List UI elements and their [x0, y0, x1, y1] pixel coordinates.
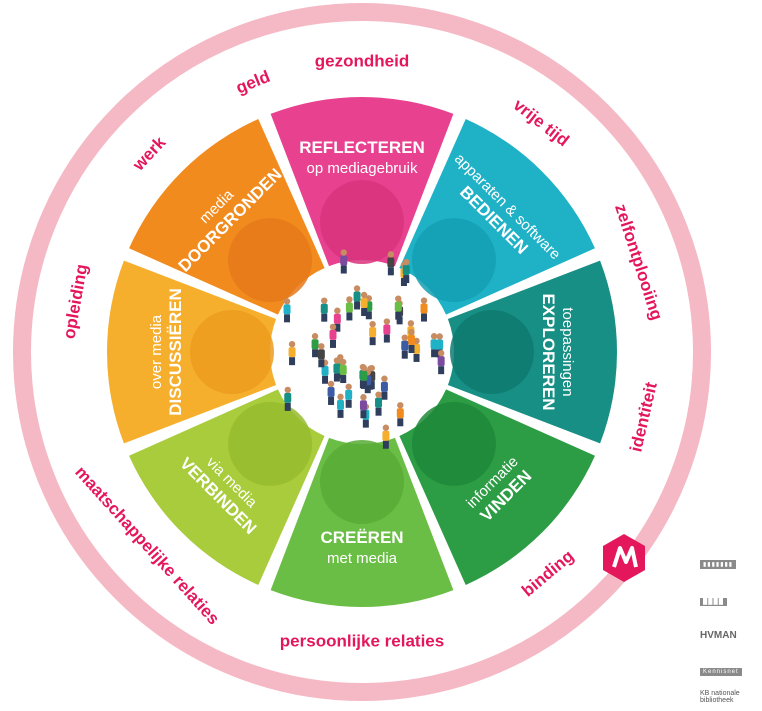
person-figure [333, 357, 341, 382]
partner-logo-1: ▮▮▮▮▮▮▮ [700, 560, 737, 569]
person-figure [345, 296, 353, 321]
context-label-gezondheid: gezondheid [315, 51, 409, 70]
person-figure [382, 424, 390, 449]
person-figure [340, 249, 348, 274]
segment-inner-exploreren [450, 310, 534, 394]
segment-inner-bedienen [411, 218, 496, 303]
segment-inner-vinden [411, 401, 496, 486]
segment-inner-discussieren [190, 310, 274, 394]
person-figure [430, 333, 438, 358]
segments: REFLECTEREN op mediagebruikBEDIENENappara… [107, 96, 618, 607]
segment-creeren: CREËREN met media [270, 437, 454, 607]
person-figure [339, 358, 347, 384]
context-label-persoonlijke-relaties: persoonlijke relaties [280, 631, 444, 650]
person-figure [329, 323, 337, 348]
person-figure [375, 391, 383, 416]
segment-sub-reflecteren: op mediagebruik [307, 160, 418, 177]
segment-title-reflecteren: REFLECTEREN [299, 138, 425, 157]
segment-reflecteren: REFLECTEREN op mediagebruik [270, 96, 454, 267]
outer-ring [13, 3, 711, 701]
segment-inner-reflecteren [320, 180, 404, 264]
partner-logo-4: Kennisnet [700, 668, 742, 676]
segment-sub-creeren: met media [327, 550, 398, 567]
segment-inner-doorgronden [228, 218, 313, 303]
segment-inner-verbinden [228, 401, 313, 486]
person-figure [369, 320, 377, 346]
person-figure [360, 291, 368, 316]
person-figure [327, 380, 335, 405]
person-figure [345, 383, 353, 408]
segment-inner-creeren [320, 440, 404, 524]
person-figure [288, 340, 296, 366]
partner-logo-3: HVMAN [700, 630, 737, 641]
person-figure [394, 295, 402, 320]
person-figure [320, 297, 328, 322]
person-figure [284, 386, 292, 411]
person-figure [380, 375, 388, 400]
person-figure [396, 402, 404, 427]
partner-logo-5: KB nationale bibliotheek [700, 690, 740, 704]
segment-title-exploreren: EXPLOREREN [539, 293, 558, 410]
person-figure [383, 318, 391, 343]
segment-title-discussieren: DISCUSSIËREN [166, 288, 185, 416]
person-figure [407, 328, 415, 353]
segment-sub-exploreren: toepassingen [559, 307, 576, 396]
person-figure [387, 251, 395, 276]
partner-logo-2: ████ [700, 598, 728, 606]
person-figure [401, 334, 409, 359]
person-figure [333, 307, 341, 332]
mediawijzer-logo [603, 534, 645, 582]
person-figure [317, 343, 325, 368]
person-figure [360, 364, 368, 389]
person-figure [420, 297, 428, 322]
segment-title-creeren: CREËREN [320, 528, 403, 547]
segment-sub-discussieren: over media [148, 314, 165, 389]
person-figure [353, 285, 361, 310]
people-crowd-illustration [274, 249, 450, 449]
person-figure [311, 333, 319, 358]
person-figure [337, 393, 345, 418]
person-figure [402, 258, 410, 284]
person-figure [359, 394, 367, 419]
person-figure [437, 349, 445, 375]
person-figure [283, 298, 291, 323]
